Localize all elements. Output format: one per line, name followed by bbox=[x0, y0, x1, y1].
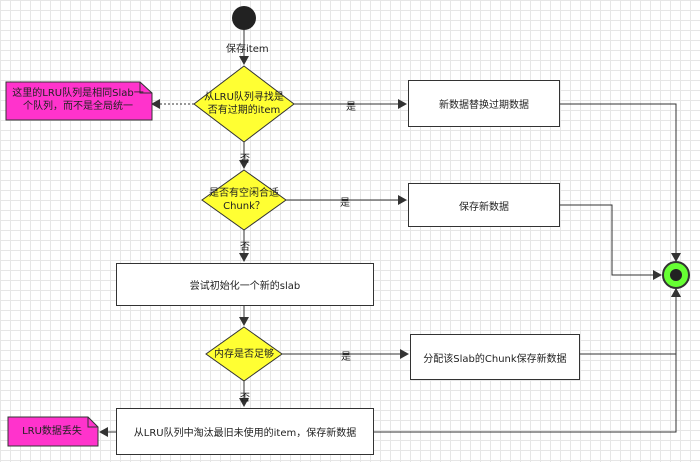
end-node-center bbox=[670, 269, 682, 281]
yes-label-2: 是 bbox=[340, 198, 350, 209]
connector bbox=[374, 288, 681, 433]
yes-label-1: 是 bbox=[346, 102, 356, 113]
replace-expired-box: 新数据替换过期数据 bbox=[408, 80, 560, 127]
connector bbox=[560, 204, 662, 280]
init-slab-box: 尝试初始化一个新的slab bbox=[116, 263, 374, 306]
note-lost-shape bbox=[7, 416, 99, 447]
note-lru-shape bbox=[5, 81, 153, 121]
note-lru-text: 这里的LRU队列是相同Slab一个队列，而不是全局统一 bbox=[12, 88, 144, 112]
save-new-data-box: 保存新数据 bbox=[408, 183, 560, 227]
note-lru-fold bbox=[139, 82, 152, 94]
note-lost-fold bbox=[87, 417, 98, 428]
start-node bbox=[232, 6, 256, 30]
decision-memory-text: 内存是否足够 bbox=[214, 348, 274, 360]
decision-free-chunk-text: 是否有空闲合适Chunk？ bbox=[209, 188, 279, 212]
no-label-2: 否 bbox=[240, 242, 250, 253]
decision-expired-item-text: 从LRU队列寻找是否有过期的item bbox=[204, 92, 284, 116]
alloc-chunk-box: 分配该Slab的Chunk保存新数据 bbox=[410, 334, 580, 380]
yes-label-3: 是 bbox=[341, 352, 351, 363]
no-label-1: 否 bbox=[240, 154, 250, 165]
note-lost-text: LRU数据丢失 bbox=[22, 426, 82, 437]
no-label-3: 否 bbox=[240, 393, 250, 404]
evict-lru-box: 从LRU队列中淘汰最旧未使用的item，保存新数据 bbox=[116, 408, 374, 455]
connector bbox=[580, 288, 681, 355]
connector bbox=[560, 103, 681, 262]
start-label: 保存item bbox=[226, 44, 269, 55]
